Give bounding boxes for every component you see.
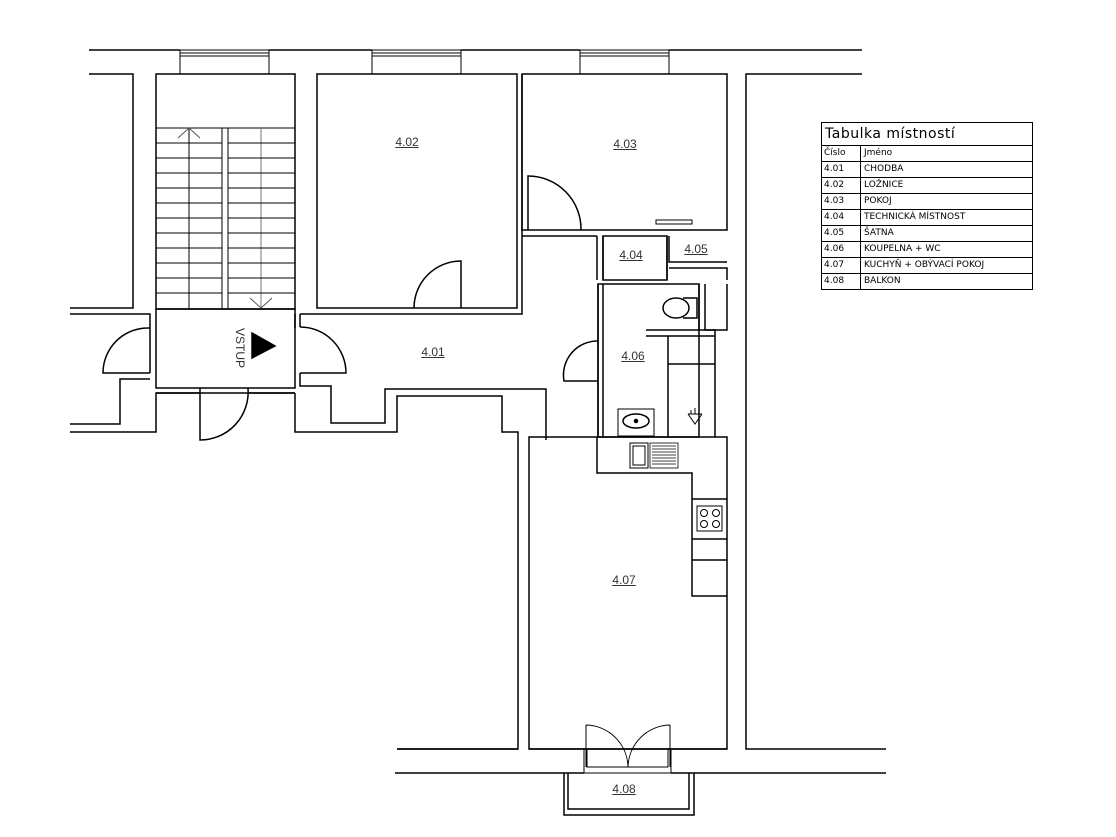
room-4-06 (597, 283, 700, 438)
room-number: 4.02 (822, 178, 861, 193)
window-4-02 (371, 49, 462, 75)
left-neighbour-wall (70, 73, 134, 309)
room-number: 4.08 (822, 274, 861, 289)
room-table-title: Tabulka místností (822, 123, 1032, 146)
drainboard-icon (649, 442, 679, 469)
stair-arrow-up-icon (177, 127, 201, 139)
entrance-label: VSTUP (233, 327, 248, 369)
washbasin-icon (622, 413, 650, 429)
room-label-4-08: 4.08 (612, 782, 636, 796)
stair-arrow-down-icon (249, 297, 273, 309)
room-name: TECHNICKÁ MÍSTNOST (864, 212, 966, 222)
room-label-4-06: 4.06 (621, 349, 645, 363)
room-name: LOŽNICE (864, 180, 904, 190)
room-4-03 (521, 73, 728, 231)
header-name: Jméno (864, 148, 893, 158)
room-name: KUCHYŇ + OBÝVACÍ POKOJ (864, 260, 985, 270)
room-label-4-04: 4.04 (619, 248, 643, 262)
room-number: 4.07 (822, 258, 861, 273)
left-door (102, 327, 151, 374)
door-4-03 (527, 175, 582, 231)
wc-partition (698, 284, 728, 331)
room-table-header: Číslo Jméno (822, 146, 1032, 162)
window-4-03 (579, 49, 670, 75)
room-number: 4.06 (822, 242, 861, 257)
entrance-arrow-icon (251, 331, 277, 360)
room-name: ŠATNA (864, 228, 894, 238)
room-name: KOUPELNA + WC (864, 244, 941, 254)
room-label-4-01: 4.01 (421, 345, 445, 359)
door-4-06 (562, 340, 599, 382)
room-name: CHODBA (864, 164, 904, 174)
stairwell (155, 73, 296, 310)
room-number: 4.05 (822, 226, 861, 241)
room-label-4-03: 4.03 (613, 137, 637, 151)
door-4-01-left (299, 326, 347, 374)
balcony-door (583, 724, 672, 774)
stove-icon (696, 505, 723, 532)
room-name: BALKON (864, 276, 901, 286)
room-4-02 (316, 73, 518, 309)
shower-icon (687, 408, 703, 425)
room-name: POKOJ (864, 196, 892, 206)
kitchen-counter (596, 437, 727, 597)
kitchen-outline (528, 436, 728, 750)
room-label-4-07: 4.07 (612, 573, 636, 587)
stairs (156, 127, 295, 309)
room-label-4-02: 4.02 (395, 135, 419, 149)
toilet-icon (662, 297, 690, 319)
entrance-lobby (155, 308, 296, 389)
right-neighbour-wall (745, 73, 886, 750)
room-label-4-05: 4.05 (684, 242, 708, 256)
room-number: 4.03 (822, 194, 861, 209)
room-number: 4.04 (822, 210, 861, 225)
washbasin (617, 408, 655, 437)
balcony (563, 773, 695, 816)
window-stair (179, 49, 270, 75)
room-number: 4.01 (822, 162, 861, 177)
sink-icon (629, 442, 649, 469)
lobby-door (199, 387, 249, 441)
header-number: Číslo (822, 146, 861, 161)
corridor-wall (294, 314, 547, 440)
door-4-02 (413, 260, 462, 309)
